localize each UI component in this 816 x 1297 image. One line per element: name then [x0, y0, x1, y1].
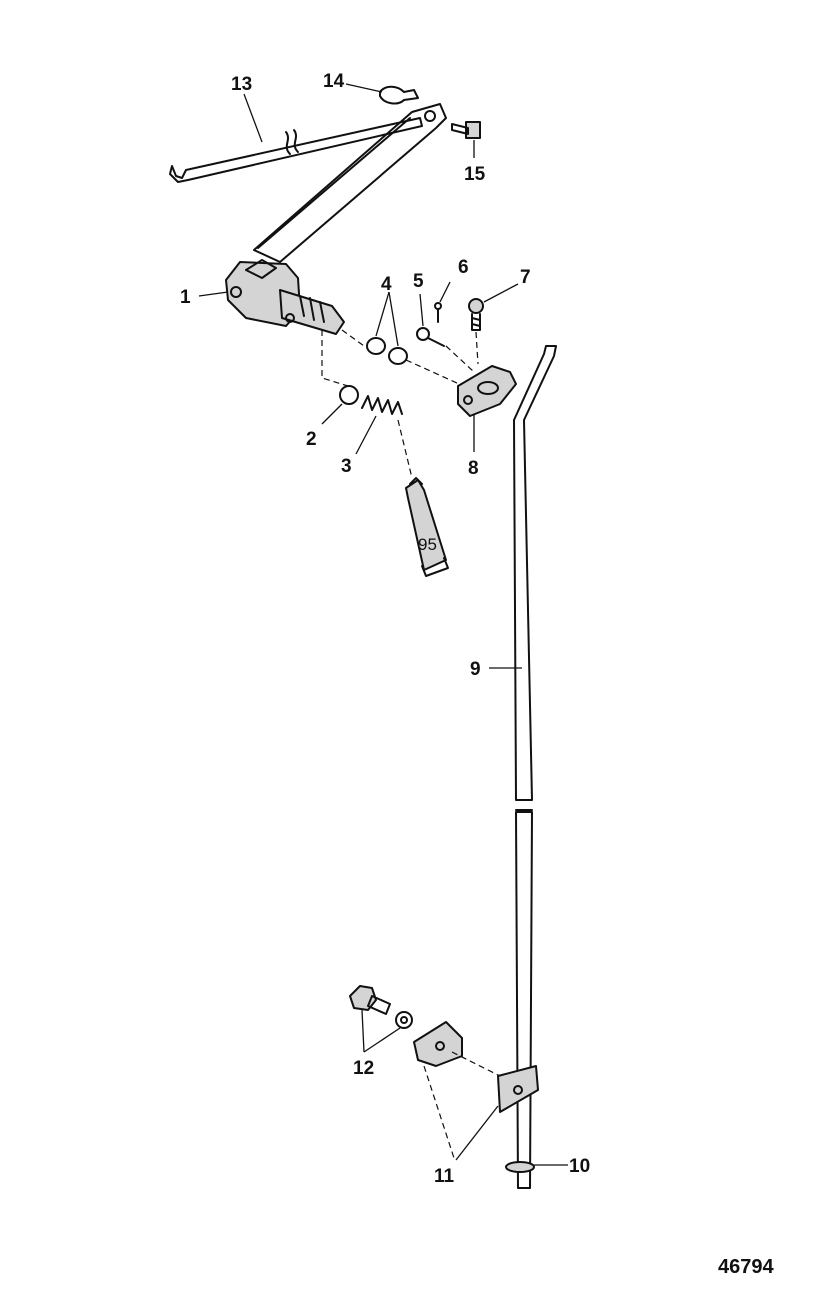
callout-13: 13 — [231, 74, 252, 95]
reference-number: 46794 — [718, 1256, 774, 1278]
callout-8: 8 — [468, 458, 479, 479]
callout-15: 15 — [464, 164, 486, 185]
screw — [468, 298, 484, 331]
detent-ball — [339, 385, 359, 405]
bolt-and-washer — [349, 985, 413, 1029]
callout-14: 14 — [323, 71, 345, 92]
tube-label: 95 — [418, 535, 437, 554]
lubricant-tube: 95 — [405, 477, 449, 577]
callout-9: 9 — [470, 659, 481, 680]
leader-lines — [198, 83, 568, 1166]
shift-lever — [253, 103, 447, 263]
callout-11: 11 — [434, 1166, 455, 1187]
callout-2: 2 — [306, 429, 317, 450]
rod-collar — [505, 1161, 535, 1173]
shift-link — [457, 365, 517, 417]
callout-5: 5 — [413, 271, 424, 292]
callout-6: 6 — [458, 257, 469, 278]
pivot-pin — [416, 327, 445, 347]
callout-1: 1 — [180, 287, 191, 308]
rod-connector — [413, 1021, 539, 1113]
shift-rod — [513, 345, 557, 1189]
link-rod — [169, 117, 423, 183]
callout-7: 7 — [520, 267, 531, 288]
cotter-pin — [434, 302, 442, 323]
bolt — [451, 121, 481, 139]
callout-4: 4 — [381, 274, 392, 295]
detent-spring — [361, 395, 403, 415]
callout-10: 10 — [569, 1156, 590, 1177]
retaining-rings — [366, 337, 408, 365]
callout-3: 3 — [341, 456, 352, 477]
callout-12: 12 — [353, 1058, 374, 1079]
rod-clip — [379, 85, 419, 105]
shift-bracket — [225, 259, 345, 335]
